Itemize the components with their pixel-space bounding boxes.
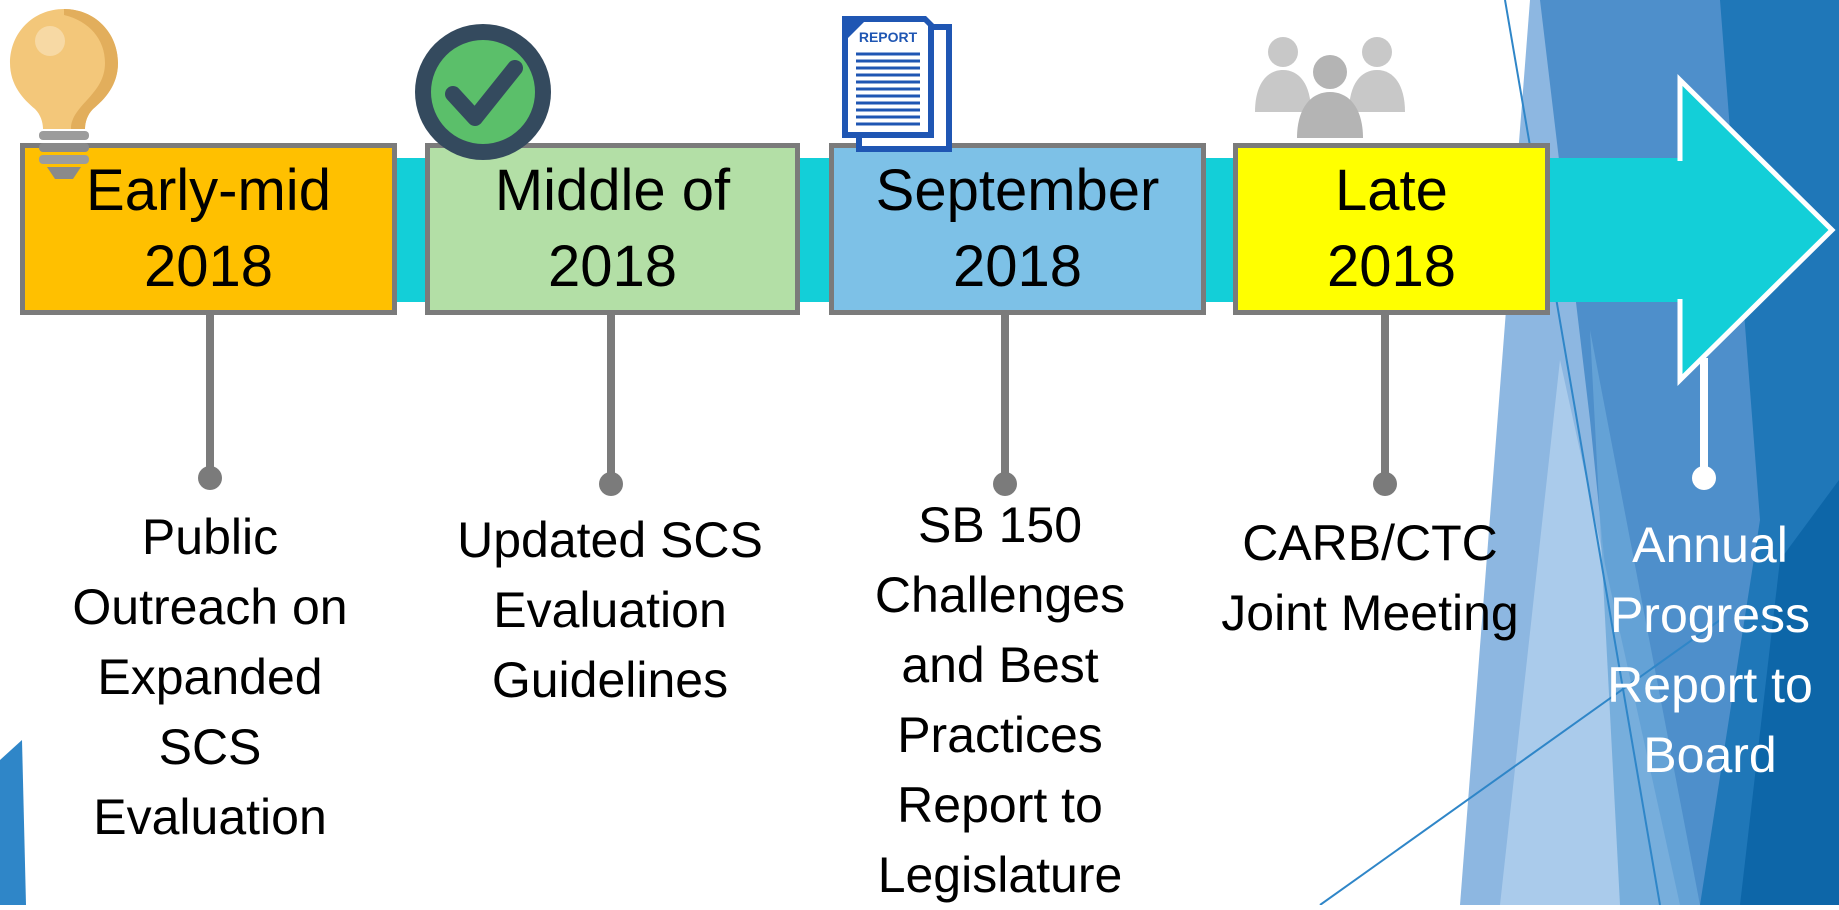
milestone-description: Public Outreach on Expanded SCS Evaluati… bbox=[72, 509, 348, 845]
bg-thin-line bbox=[1319, 619, 1721, 905]
connector-stem-final bbox=[1700, 358, 1708, 473]
milestone-box-september-2018: September 2018 bbox=[829, 143, 1206, 315]
checkmark-icon bbox=[415, 24, 551, 160]
milestone-description: SB 150 Challenges and Best Practices Rep… bbox=[874, 497, 1126, 903]
milestone-box-early-mid-2018: Early-mid 2018 bbox=[20, 143, 397, 315]
connector-stem bbox=[1381, 315, 1389, 480]
milestone-description: CARB/CTC Joint Meeting bbox=[1221, 515, 1519, 641]
connector-stem bbox=[607, 315, 615, 480]
milestone-box-middle-2018: Middle of 2018 bbox=[425, 143, 800, 315]
milestone-box-late-2018: Late 2018 bbox=[1233, 143, 1550, 315]
people-group-icon bbox=[1255, 37, 1405, 138]
bg-panel-highlight bbox=[1590, 330, 1700, 905]
milestone-date: Early-mid 2018 bbox=[86, 158, 331, 299]
bg-left-sliver bbox=[0, 740, 26, 905]
connector-stem bbox=[206, 315, 214, 475]
lightbulb-icon bbox=[10, 9, 118, 179]
report-document-icon: REPORT bbox=[842, 16, 952, 152]
connector-dot bbox=[993, 472, 1017, 496]
timeline-arrow-shaft-cover bbox=[1660, 161, 1684, 299]
milestone-date: September 2018 bbox=[875, 158, 1160, 299]
connector-dot-final bbox=[1692, 466, 1716, 490]
bg-panel-dark bbox=[1740, 480, 1839, 905]
milestone-date: Middle of 2018 bbox=[494, 158, 731, 299]
connector-stem bbox=[1001, 315, 1009, 480]
final-milestone-description: Annual Progress Report to Board bbox=[1607, 517, 1813, 783]
report-icon-label: REPORT bbox=[859, 29, 918, 45]
milestone-date: Late 2018 bbox=[1326, 158, 1457, 299]
connector-dot bbox=[1373, 472, 1397, 496]
connector-dot bbox=[198, 466, 222, 490]
milestone-description: Updated SCS Evaluation Guidelines bbox=[457, 512, 763, 708]
connector-dot bbox=[599, 472, 623, 496]
